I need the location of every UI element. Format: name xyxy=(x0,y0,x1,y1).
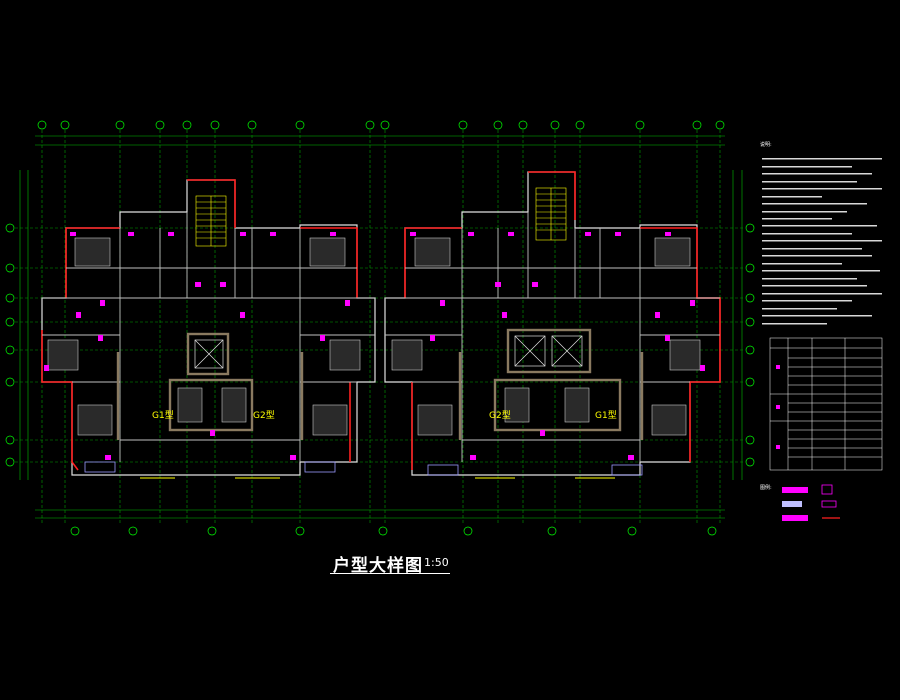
unit-label-3: G2型 xyxy=(489,410,511,421)
notes-heading: 说明: xyxy=(760,142,772,148)
legend-heading: 图例: xyxy=(760,485,772,491)
stair-left xyxy=(195,195,227,247)
drawing-scale: 1:50 xyxy=(424,556,449,569)
stair-right xyxy=(535,187,567,241)
drawing-title: 户型大样图 xyxy=(333,556,423,576)
notes-lines xyxy=(762,158,882,325)
unit-label-1: G1型 xyxy=(152,410,174,421)
unit-label-2: G2型 xyxy=(253,410,275,421)
interior-walls xyxy=(42,212,720,462)
furniture xyxy=(47,237,701,436)
unit-labels: G1型 G2型 G2型 G1型 xyxy=(152,410,617,421)
balconies xyxy=(84,461,643,476)
red-outline xyxy=(41,171,721,471)
magenta-tags xyxy=(44,232,705,460)
unit-label-4: G1型 xyxy=(595,410,617,421)
title-underline xyxy=(330,573,450,574)
schedule-table xyxy=(769,337,883,471)
legend xyxy=(782,484,840,521)
axis-grid xyxy=(15,130,745,525)
wall-fills xyxy=(116,328,644,440)
elevators xyxy=(194,335,583,369)
schedule-marks xyxy=(776,365,780,449)
axis-bubbles xyxy=(5,120,755,536)
